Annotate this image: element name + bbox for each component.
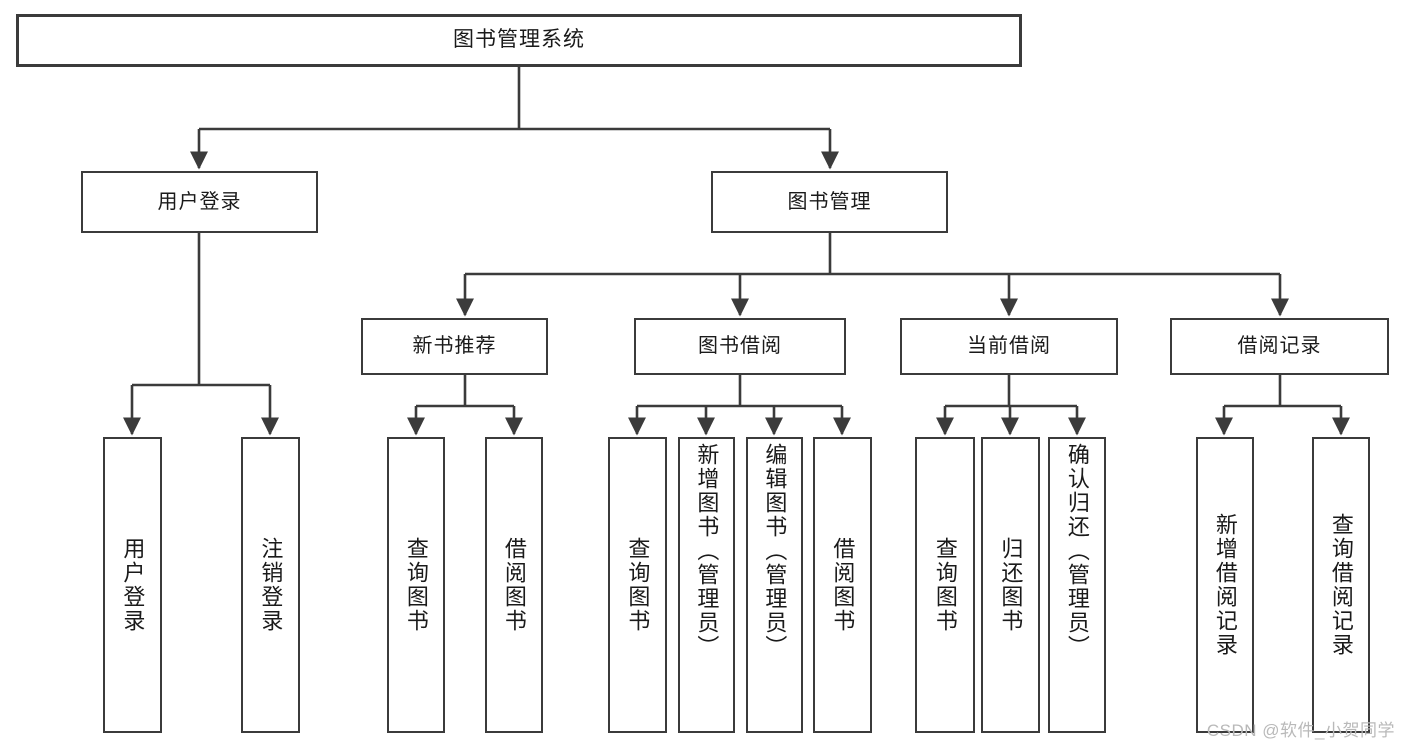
node-current-borrow-label: 当前借阅: [967, 335, 1051, 357]
leaf-book-borrow-3[interactable]: 编辑图书（管理员）: [746, 437, 803, 733]
leaf-current-borrow-1-label: 查询图书: [932, 537, 958, 633]
leaf-book-borrow-1-label: 查询图书: [625, 537, 651, 633]
leaf-borrow-record-2-label: 查询借阅记录: [1328, 513, 1354, 657]
node-book-manage[interactable]: 图书管理: [711, 171, 948, 233]
leaf-current-borrow-3-label: 确认归还（管理员）: [1064, 443, 1090, 659]
node-root-label: 图书管理系统: [453, 28, 585, 52]
leaf-book-borrow-3-label: 编辑图书（管理员）: [762, 443, 788, 659]
leaf-user-login-1[interactable]: 用户登录: [103, 437, 162, 733]
leaf-borrow-record-1[interactable]: 新增借阅记录: [1196, 437, 1254, 733]
csdn-watermark: CSDN @软件_小贺同学: [1206, 721, 1395, 740]
leaf-new-book-1[interactable]: 查询图书: [387, 437, 445, 733]
leaf-book-borrow-2[interactable]: 新增图书（管理员）: [678, 437, 735, 733]
node-book-manage-label: 图书管理: [787, 190, 872, 213]
leaf-current-borrow-2-label: 归还图书: [998, 537, 1024, 633]
node-book-borrow-label: 图书借阅: [698, 335, 782, 357]
leaf-new-book-2[interactable]: 借阅图书: [485, 437, 543, 733]
leaf-user-login-2-label: 注销登录: [258, 537, 284, 633]
leaf-book-borrow-2-label: 新增图书（管理员）: [694, 443, 720, 659]
node-new-book-recommend[interactable]: 新书推荐: [361, 318, 548, 375]
node-borrow-record-label: 借阅记录: [1237, 335, 1322, 357]
leaf-borrow-record-1-label: 新增借阅记录: [1212, 513, 1238, 657]
node-root[interactable]: 图书管理系统: [16, 14, 1022, 67]
leaf-new-book-2-label: 借阅图书: [501, 537, 527, 633]
node-book-borrow[interactable]: 图书借阅: [634, 318, 846, 375]
leaf-book-borrow-4[interactable]: 借阅图书: [813, 437, 872, 733]
node-borrow-record[interactable]: 借阅记录: [1170, 318, 1389, 375]
leaf-current-borrow-2[interactable]: 归还图书: [981, 437, 1040, 733]
node-current-borrow[interactable]: 当前借阅: [900, 318, 1118, 375]
leaf-new-book-1-label: 查询图书: [403, 537, 429, 633]
leaf-current-borrow-1[interactable]: 查询图书: [915, 437, 975, 733]
leaf-user-login-1-label: 用户登录: [120, 537, 146, 633]
leaf-book-borrow-1[interactable]: 查询图书: [608, 437, 667, 733]
node-new-book-recommend-label: 新书推荐: [412, 335, 497, 357]
leaf-user-login-2[interactable]: 注销登录: [241, 437, 300, 733]
leaf-current-borrow-3[interactable]: 确认归还（管理员）: [1048, 437, 1106, 733]
leaf-borrow-record-2[interactable]: 查询借阅记录: [1312, 437, 1370, 733]
leaf-book-borrow-4-label: 借阅图书: [830, 537, 856, 633]
node-user-login[interactable]: 用户登录: [81, 171, 318, 233]
node-user-login-label: 用户登录: [157, 190, 242, 213]
